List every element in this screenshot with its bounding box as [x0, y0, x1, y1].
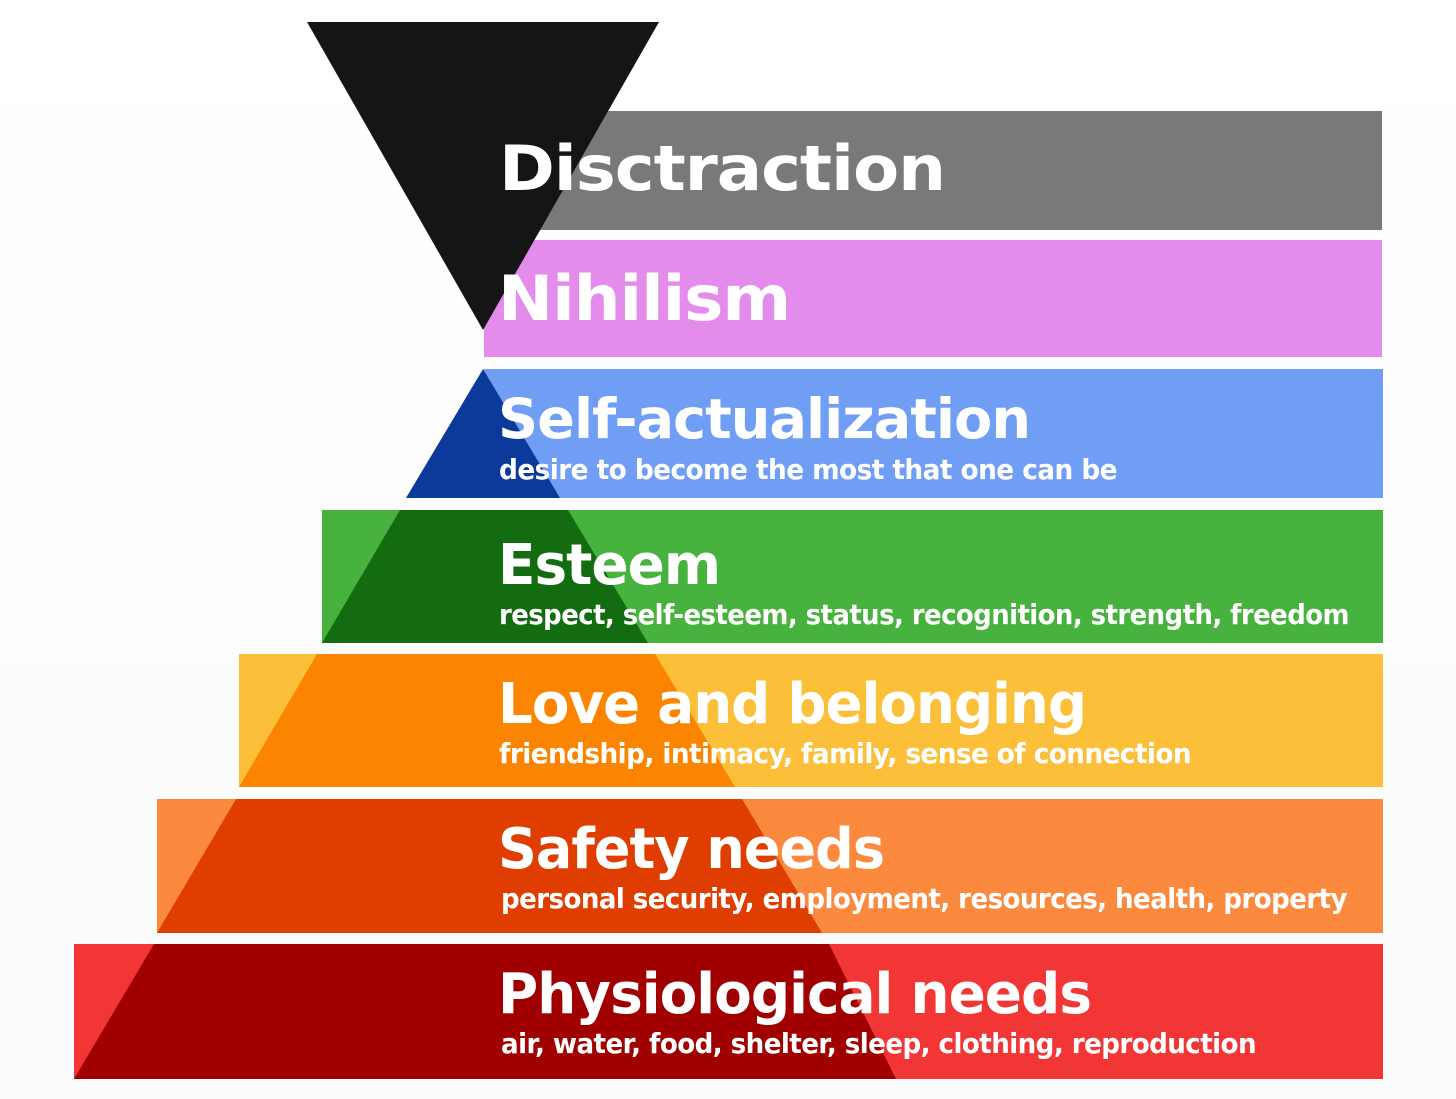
tier-title-disctraction: Disctraction: [499, 132, 945, 205]
tier-title-love-and-belonging: Love and belonging: [498, 672, 1086, 737]
tier-self-actualization: [406, 369, 1383, 498]
tier-love-and-belonging: [239, 654, 1383, 787]
pyramid-left-dark: [157, 799, 822, 933]
tier-physiological-needs: [74, 944, 1383, 1079]
tier-subtitle-physiological-needs: air, water, food, shelter, sleep, clothi…: [501, 1027, 1256, 1060]
pyramid-left-dark: [322, 510, 648, 643]
tier-title-esteem: Esteem: [498, 533, 720, 598]
tier-subtitle-esteem: respect, self-esteem, status, recognitio…: [499, 598, 1349, 631]
tier-band: [484, 111, 1382, 230]
tier-nihilism: [484, 240, 1382, 357]
tier-subtitle-love-and-belonging: friendship, intimacy, family, sense of c…: [499, 737, 1191, 770]
inverted-triangle-funnel: [307, 22, 659, 330]
tier-title-nihilism: Nihilism: [498, 262, 790, 335]
tier-title-safety-needs: Safety needs: [498, 817, 884, 882]
tier-subtitle-safety-needs: personal security, employment, resources…: [501, 882, 1347, 915]
tier-band: [484, 240, 1382, 357]
tier-title-self-actualization: Self-actualization: [498, 387, 1030, 451]
pyramid-left-dark: [74, 944, 896, 1079]
pyramid-left-dark: [239, 654, 735, 787]
tier-subtitle-self-actualization: desire to become the most that one can b…: [499, 453, 1117, 486]
tier-esteem: [322, 510, 1383, 643]
tier-band: [484, 369, 1383, 498]
pyramid-left-dark: [406, 369, 483, 498]
pyramid-right-dark: [483, 369, 560, 498]
tier-disctraction: [484, 111, 1382, 230]
tier-title-physiological-needs: Physiological needs: [498, 962, 1091, 1027]
tier-safety-needs: [157, 799, 1383, 933]
